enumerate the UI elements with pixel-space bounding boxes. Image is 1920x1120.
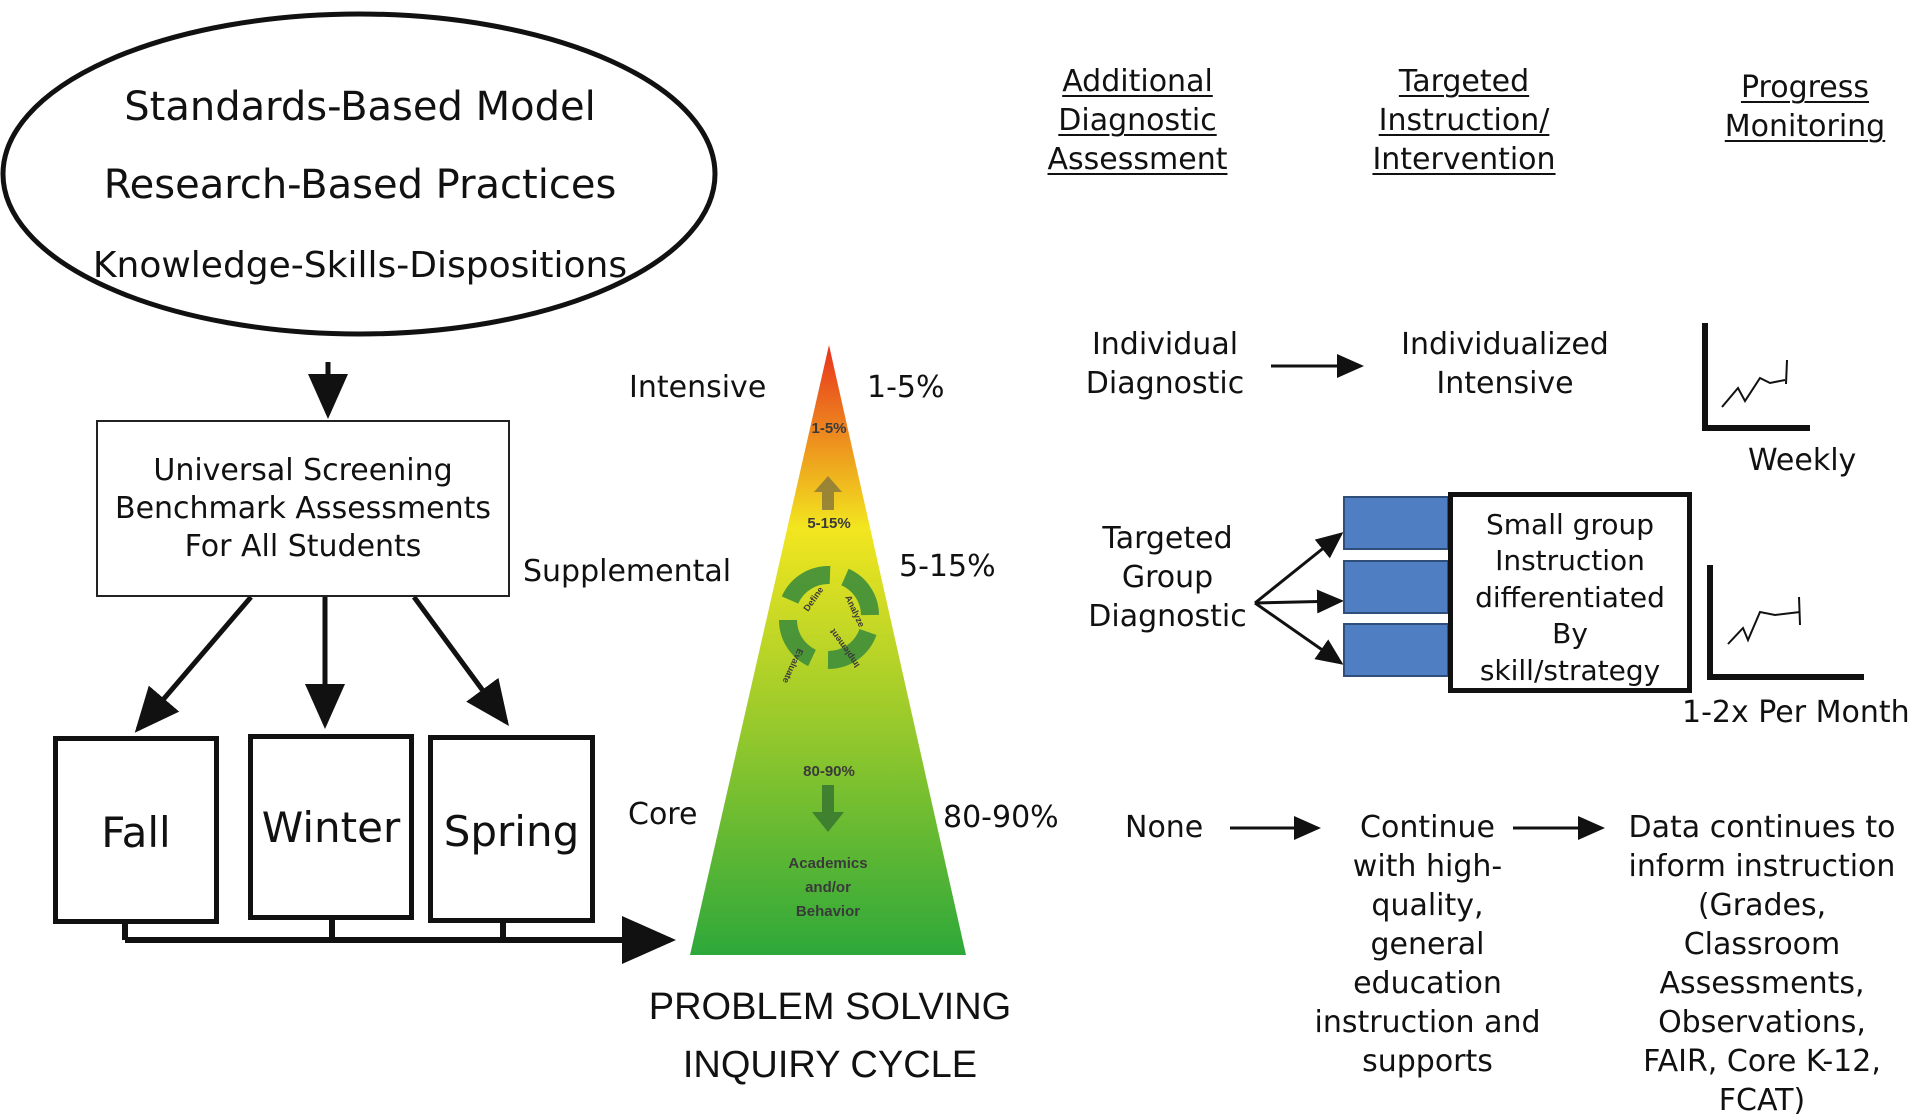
season-box-spring xyxy=(428,735,595,923)
group-diagnostic-arrows xyxy=(1254,532,1344,665)
individualized-intensive-text: Individualized Intensive xyxy=(1401,327,1609,401)
tier-percent-core: 80-90% xyxy=(943,800,1059,835)
screening-to-spring-arrow xyxy=(411,595,509,727)
pyramid-base-line3: Behavior xyxy=(796,903,860,920)
header-targeted-instruction: Targeted Instruction/ Intervention xyxy=(1372,64,1556,177)
season-label-winter: Winter xyxy=(261,803,401,852)
none-text: None xyxy=(1125,810,1204,845)
screening-line-universal: Universal Screening xyxy=(153,453,453,488)
screening-line-students: For All Students xyxy=(184,529,422,564)
pyramid-label-low: 80-90% xyxy=(803,763,855,780)
ellipse-line-research: Research-Based Practices xyxy=(103,162,617,208)
small-group-block-2 xyxy=(1343,560,1449,614)
pyramid-down-arrow xyxy=(812,785,844,832)
pyramid-base-line2: and/or xyxy=(805,879,851,896)
model-ellipse xyxy=(0,11,718,337)
weekly-progress-graph xyxy=(1702,323,1810,431)
small-group-instruction-text: Small group Instruction differentiated B… xyxy=(1475,508,1665,687)
header-progress-monitoring: Progress Monitoring xyxy=(1724,70,1886,144)
pyramid-base-line1: Academics xyxy=(788,855,867,872)
monthly-frequency-text: 1-2x Per Month xyxy=(1682,695,1910,730)
tier-percent-supplemental: 5-15% xyxy=(899,549,996,584)
ellipse-line-knowledge: Knowledge-Skills-Dispositions xyxy=(92,245,628,286)
caption-problem-solving: PROBLEM SOLVING xyxy=(648,986,1012,1028)
targeted-group-diagnostic-text: Targeted Group Diagnostic xyxy=(1088,521,1247,634)
tier-pyramid: 1-5% 5-15% Define Analyze Implement Eval… xyxy=(690,345,966,955)
season-box-fall xyxy=(53,736,219,924)
weekly-frequency-text: Weekly xyxy=(1748,443,1857,478)
small-group-block-3 xyxy=(1343,623,1449,677)
season-label-fall: Fall xyxy=(101,808,171,857)
universal-screening-box xyxy=(96,420,510,597)
data-continues-text: Data continues to inform instruction (Gr… xyxy=(1628,810,1896,1118)
season-box-winter xyxy=(248,734,414,920)
tier-label-supplemental: Supplemental xyxy=(523,554,732,589)
caption-inquiry-cycle: INQUIRY CYCLE xyxy=(682,1044,978,1086)
tier-percent-intensive: 1-5% xyxy=(867,370,945,405)
season-label-spring: Spring xyxy=(443,807,580,856)
tier-label-intensive: Intensive xyxy=(629,370,767,405)
problem-solving-cycle xyxy=(778,566,879,670)
pyramid-label-top: 1-5% xyxy=(811,420,846,437)
monthly-progress-graph xyxy=(1707,565,1864,680)
small-group-instruction-box xyxy=(1448,492,1692,693)
seasons-to-pyramid-connector xyxy=(122,914,676,964)
continue-instruction-text: Continue with high- quality, general edu… xyxy=(1314,810,1541,1079)
tier-label-core: Core xyxy=(628,797,698,832)
screening-line-benchmark: Benchmark Assessments xyxy=(115,491,491,526)
individual-diagnostic-text: Individual Diagnostic xyxy=(1085,327,1245,401)
small-group-block-1 xyxy=(1343,496,1449,550)
header-additional-diagnostic-assessment: Additional Diagnostic Assessment xyxy=(1047,64,1228,177)
screening-to-fall-arrow xyxy=(134,595,253,733)
pyramid-up-arrow xyxy=(814,476,842,510)
pyramid-label-mid: 5-15% xyxy=(807,515,850,532)
ellipse-line-standards: Standards-Based Model xyxy=(124,84,596,130)
